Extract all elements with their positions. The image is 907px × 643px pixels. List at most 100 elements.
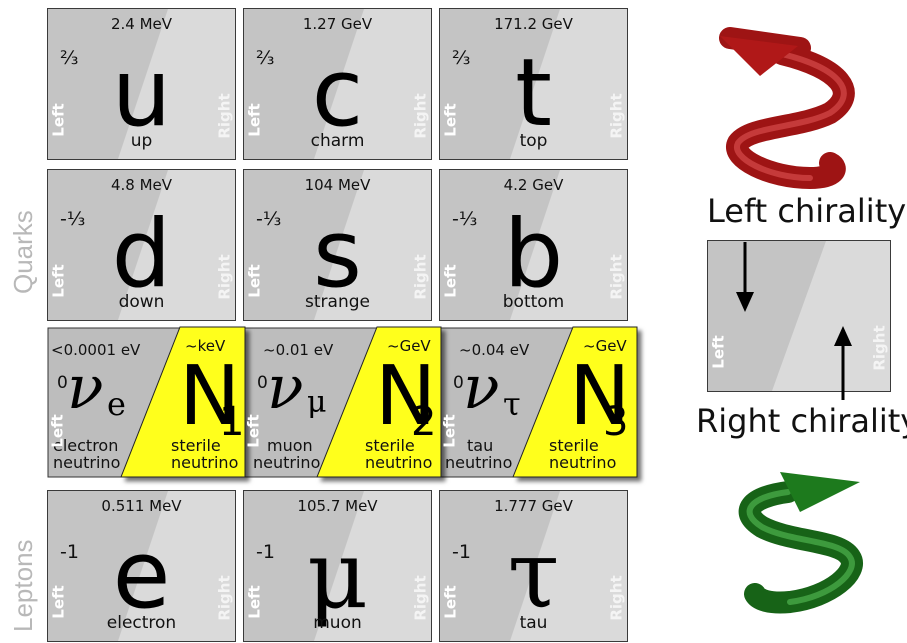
- quarks-group-label: Quarks: [8, 210, 38, 294]
- particle-cell-muon: 105.7 MeV -1 μ muon Left Right: [243, 490, 432, 642]
- particle-symbol: c: [311, 39, 364, 148]
- chirality-arrows: [736, 242, 852, 400]
- particle-symbol: s: [313, 200, 362, 309]
- mass-label: 0.511 MeV: [101, 497, 182, 515]
- name-line2: neutrino: [365, 453, 433, 472]
- name-line2: neutrino: [549, 453, 617, 472]
- chirality-cell: Left Right: [707, 240, 891, 392]
- mass-label: 105.7 MeV: [297, 497, 378, 515]
- right-label: Right: [411, 254, 430, 300]
- particle-name: bottom: [502, 292, 565, 312]
- right-label: Right: [411, 575, 430, 621]
- right-label: Right: [607, 254, 626, 300]
- particle-symbol: μ: [306, 521, 369, 630]
- cell-background: [48, 9, 235, 159]
- left-label: Left: [49, 264, 68, 298]
- name-line1: sterile: [171, 436, 221, 455]
- charge-label: ⅔: [256, 47, 275, 69]
- particle-name: up: [130, 131, 153, 151]
- mass-label: 2.4 MeV: [110, 15, 173, 33]
- charge-label: ⅔: [452, 47, 471, 69]
- name-line2: neutrino: [445, 453, 513, 472]
- charge-label: -⅓: [60, 208, 86, 230]
- cell-background: [48, 491, 235, 641]
- left-label: Left: [440, 414, 459, 448]
- right-label: Right: [215, 254, 234, 300]
- sterile-n1-cell: [120, 326, 246, 478]
- mass-label: 1.777 GeV: [494, 497, 573, 515]
- charge-label: ⅔: [60, 47, 79, 69]
- particle-symbol: d: [111, 200, 172, 309]
- cell-background: [440, 9, 627, 159]
- neutrino-row: <0.0001 eV 0 ν e electron neutrino Left …: [47, 326, 638, 479]
- left-chirality-label: Left chirality: [707, 192, 907, 230]
- cell-background: [440, 170, 627, 320]
- particle-symbol: t: [515, 39, 552, 148]
- sterile-symbol: N: [569, 349, 631, 444]
- particle-name: electron: [106, 613, 177, 633]
- name-line1: muon: [267, 436, 313, 455]
- mass-label: ~keV: [185, 337, 226, 355]
- neutrino-subscript: μ: [307, 385, 327, 420]
- charge-label: -⅓: [256, 208, 282, 230]
- left-label: Left: [245, 103, 264, 137]
- right-label: Right: [607, 93, 626, 139]
- left-label: Left: [245, 264, 264, 298]
- name-line1: electron: [53, 436, 119, 455]
- chirality-cell-background: [708, 241, 890, 391]
- neutrino-subscript: τ: [503, 385, 521, 423]
- leptons-group-label: Leptons: [8, 539, 38, 632]
- green-helix-arrow-icon: [738, 472, 863, 614]
- neutrino-symbol: ν: [267, 353, 304, 423]
- particle-symbol: e: [112, 521, 171, 630]
- name-line2: neutrino: [253, 453, 321, 472]
- particle-symbol: u: [111, 39, 172, 148]
- charge-label: -1: [60, 541, 79, 563]
- particle-cell-bottom: 4.2 GeV -⅓ b bottom Left Right: [439, 169, 628, 321]
- mass-label: 4.8 MeV: [110, 176, 173, 194]
- neutrino-subscript: e: [107, 385, 126, 423]
- left-label: Left: [48, 414, 67, 448]
- neutrino-symbol: ν: [463, 353, 500, 423]
- up-arrowhead-icon: [834, 326, 852, 346]
- sterile-symbol: N: [179, 349, 241, 444]
- particle-name: tau: [519, 613, 548, 633]
- right-label: Right: [215, 93, 234, 139]
- particle-cell-tau: 1.777 GeV -1 τ tau Left Right: [439, 490, 628, 642]
- mass-label: ~0.04 eV: [459, 341, 530, 359]
- left-label: Left: [244, 414, 263, 448]
- mass-label: ~0.01 eV: [263, 341, 334, 359]
- particle-symbol: τ: [507, 521, 560, 630]
- mass-label: ~GeV: [583, 337, 627, 355]
- sterile-subscript: 2: [411, 399, 437, 445]
- mass-label: 4.2 GeV: [503, 176, 564, 194]
- charge-label: 0: [453, 373, 464, 393]
- charge-label: 0: [257, 373, 268, 393]
- particle-name: charm: [310, 131, 365, 151]
- charge-label: -⅓: [452, 208, 478, 230]
- particle-cell-top: 171.2 GeV ⅔ t top Left Right: [439, 8, 628, 160]
- name-line1: sterile: [365, 436, 415, 455]
- particle-cell-down: 4.8 MeV -⅓ d down Left Right: [47, 169, 236, 321]
- left-label: Left: [245, 585, 264, 619]
- left-label: Left: [49, 103, 68, 137]
- particle-symbol: b: [503, 200, 564, 309]
- particle-name: strange: [305, 292, 370, 312]
- left-label: Left: [441, 103, 460, 137]
- sterile-n2-cell: [316, 326, 442, 478]
- mass-label: <0.0001 eV: [51, 341, 141, 359]
- particle-name: muon: [313, 613, 362, 633]
- right-label: Right: [215, 575, 234, 621]
- name-line2: neutrino: [171, 453, 239, 472]
- sterile-subscript: 1: [219, 399, 245, 445]
- sterile-n3-cell: [512, 326, 638, 478]
- charge-label: -1: [256, 541, 275, 563]
- right-label: Right: [411, 93, 430, 139]
- charge-label: 0: [57, 373, 68, 393]
- name-line2: neutrino: [53, 453, 121, 472]
- left-label: Left: [441, 585, 460, 619]
- neutrino-symbol: ν: [67, 353, 104, 423]
- particle-cell-electron: 0.511 MeV -1 e electron Left Right: [47, 490, 236, 642]
- down-arrowhead-icon: [736, 292, 754, 312]
- left-label: Left: [49, 585, 68, 619]
